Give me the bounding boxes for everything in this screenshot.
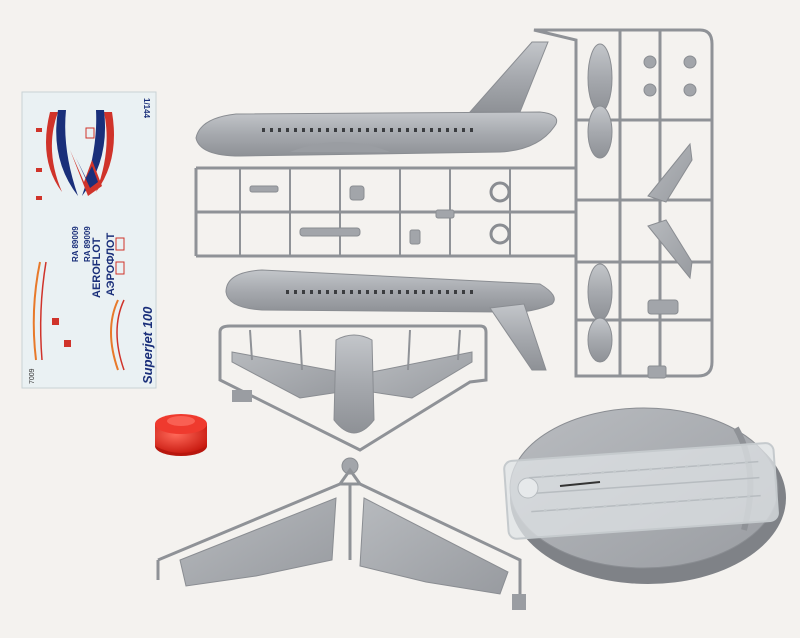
decal-cheatline-red-right xyxy=(96,112,114,192)
sprue-gate xyxy=(239,168,511,256)
sprue-runner xyxy=(568,30,662,376)
main-wing-right xyxy=(359,497,509,595)
decal-scale-label: 1/144 xyxy=(142,98,151,119)
engine-fan xyxy=(643,55,657,69)
decal-flag xyxy=(52,318,59,325)
sprue-tag xyxy=(512,594,526,610)
decal-door-outline xyxy=(85,127,95,139)
clear-canopy-part xyxy=(517,477,539,499)
paint-cap xyxy=(155,414,207,456)
wing-root-fairing xyxy=(290,142,390,152)
decal-door-outline xyxy=(115,261,125,275)
decal-stripe-red xyxy=(39,261,47,361)
sprue-runner xyxy=(576,118,712,322)
decal-cheatline-red-left xyxy=(46,112,62,192)
decal-door-outline xyxy=(115,237,125,251)
sprue-runner xyxy=(194,166,568,258)
horizontal-stabilizer xyxy=(647,219,693,280)
decal-flag xyxy=(64,340,71,347)
pylon-part xyxy=(647,299,679,315)
center-wing-sprue xyxy=(218,324,488,475)
center-fuselage-section xyxy=(333,334,375,434)
engine-nacelle xyxy=(587,43,613,113)
decal-stripe-orange xyxy=(32,261,41,361)
decal-sheet-backing xyxy=(21,91,157,389)
decal-kit-number: 7009 xyxy=(29,368,36,384)
pylon-part xyxy=(647,365,667,379)
vertical-tail-lower xyxy=(489,303,547,371)
engine-fan xyxy=(643,83,657,97)
engine-nacelle xyxy=(587,105,613,159)
clear-parts-sprue xyxy=(503,442,779,540)
decal-flag xyxy=(36,128,42,132)
engine-nacelle xyxy=(587,263,613,321)
small-parts xyxy=(249,43,697,379)
gear-part xyxy=(249,185,279,193)
decal-tail-emblem-inner xyxy=(76,158,98,188)
decal-sheet: 1/144 AEROFLOT АЭРОФЛОТ RA 89009 RA 8900… xyxy=(21,91,157,389)
decal-cheatline-blue-right xyxy=(82,110,106,196)
sprue-attachment xyxy=(341,457,359,475)
horizontal-stabilizer xyxy=(647,142,693,203)
gear-part xyxy=(299,227,361,237)
decal-stripe-orange xyxy=(110,299,119,371)
sprue-gate xyxy=(249,329,461,371)
fuselage-half-upper xyxy=(195,41,558,157)
fuselage-half-lower xyxy=(225,269,555,371)
main-wing-left xyxy=(179,497,337,587)
gear-part xyxy=(349,185,365,201)
gear-part xyxy=(435,209,455,219)
decal-brand-cyrillic: АЭРОФЛОТ xyxy=(105,233,117,296)
lower-wing-sprue xyxy=(156,467,526,610)
sprue-frame-lower xyxy=(156,467,522,604)
wheel-ring xyxy=(489,223,511,245)
wing-center-right xyxy=(371,351,473,399)
sprue-frame-center xyxy=(218,324,488,452)
passenger-windows xyxy=(286,290,473,294)
engine-nacelle xyxy=(587,317,613,363)
clear-window-dots xyxy=(541,461,751,513)
wing-center-left xyxy=(231,351,341,399)
engine-fan xyxy=(683,83,697,97)
decal-product-title: Superjet 100 xyxy=(140,306,155,384)
decal-brand-latin: AEROFLOT xyxy=(91,237,103,298)
sprue-frame-right xyxy=(533,28,714,378)
gear-part xyxy=(409,229,421,245)
wheel-ring xyxy=(489,181,511,203)
decal-flag xyxy=(36,196,42,200)
fuselage-sprue xyxy=(194,28,714,378)
decal-registration: RA 89009 xyxy=(71,226,80,262)
decal-flag xyxy=(36,168,42,172)
engine-fan xyxy=(683,55,697,69)
passenger-windows xyxy=(262,128,473,132)
decal-cheatline-blue-left xyxy=(56,110,78,196)
stand-pin xyxy=(559,481,601,487)
clear-sprue-frame xyxy=(503,442,779,540)
decal-registration: RA 89009 xyxy=(83,226,92,262)
sprue-tag xyxy=(232,390,252,402)
decal-stripe-red xyxy=(116,299,125,371)
vertical-tail-upper xyxy=(468,41,549,113)
